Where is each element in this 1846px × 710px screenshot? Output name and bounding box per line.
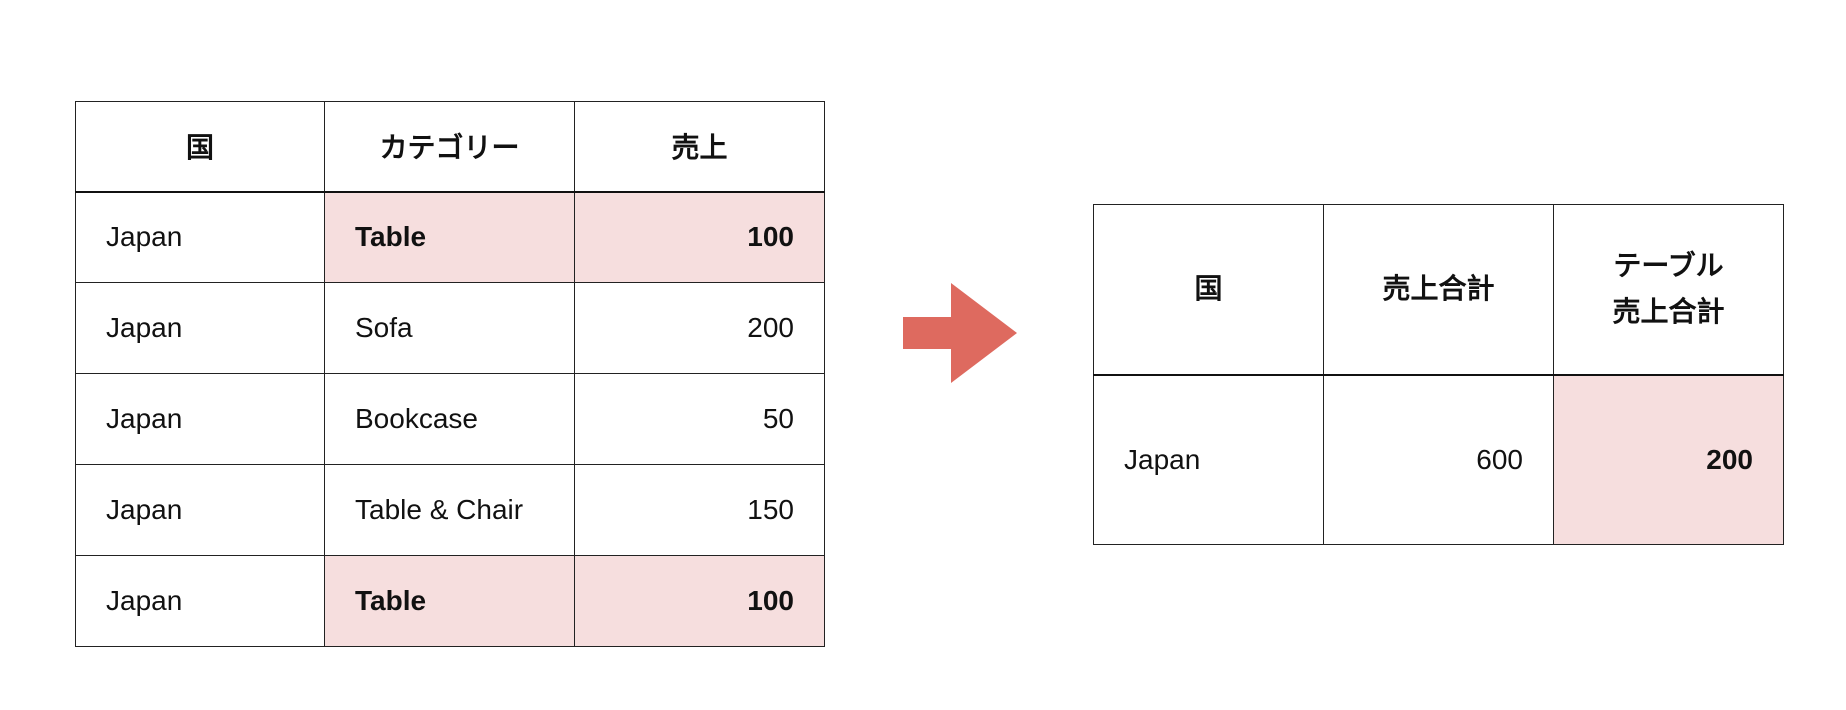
summary-header-row: 国 売上合計 テーブル 売上合計 bbox=[1093, 204, 1784, 376]
header-table-sales-line2: 売上合計 bbox=[1612, 296, 1725, 328]
header-table-sales-line1: テーブル bbox=[1613, 250, 1724, 282]
country-cell: Japan bbox=[75, 191, 325, 283]
sales-cell: 150 bbox=[574, 464, 825, 556]
header-sales: 売上 bbox=[574, 101, 825, 193]
total-sales-cell: 600 bbox=[1323, 374, 1554, 545]
source-sales-table: 国 カテゴリー 売上 Japan Table 100 Japan Sofa 20… bbox=[75, 101, 825, 647]
category-cell-highlighted: Table bbox=[324, 555, 575, 647]
country-cell: Japan bbox=[75, 464, 325, 556]
header-table-sales: テーブル 売上合計 bbox=[1553, 204, 1784, 376]
sales-cell-highlighted: 100 bbox=[574, 555, 825, 647]
sales-cell: 50 bbox=[574, 373, 825, 465]
table-row: Japan Table 100 bbox=[75, 555, 825, 647]
sales-cell-highlighted: 100 bbox=[574, 191, 825, 283]
arrow-shape bbox=[903, 283, 1017, 383]
table-sales-cell-highlighted: 200 bbox=[1553, 374, 1784, 545]
header-country: 国 bbox=[75, 101, 325, 193]
sales-cell: 200 bbox=[574, 282, 825, 374]
table-row: Japan Table & Chair 150 bbox=[75, 464, 825, 556]
header-country: 国 bbox=[1093, 204, 1324, 376]
category-cell-highlighted: Table bbox=[324, 191, 575, 283]
category-cell: Table & Chair bbox=[324, 464, 575, 556]
category-cell: Bookcase bbox=[324, 373, 575, 465]
country-cell: Japan bbox=[75, 555, 325, 647]
country-cell: Japan bbox=[1093, 374, 1324, 545]
country-cell: Japan bbox=[75, 282, 325, 374]
header-category: カテゴリー bbox=[324, 101, 575, 193]
summary-sales-table: 国 売上合計 テーブル 売上合計 Japan 600 200 bbox=[1093, 204, 1784, 545]
table-row: Japan 600 200 bbox=[1093, 374, 1784, 545]
header-total-sales: 売上合計 bbox=[1323, 204, 1554, 376]
arrow-right-icon bbox=[903, 283, 1017, 383]
table-row: Japan Bookcase 50 bbox=[75, 373, 825, 465]
country-cell: Japan bbox=[75, 373, 325, 465]
table-row: Japan Table 100 bbox=[75, 191, 825, 283]
category-cell: Sofa bbox=[324, 282, 575, 374]
table-header-row: 国 カテゴリー 売上 bbox=[75, 101, 825, 193]
table-row: Japan Sofa 200 bbox=[75, 282, 825, 374]
